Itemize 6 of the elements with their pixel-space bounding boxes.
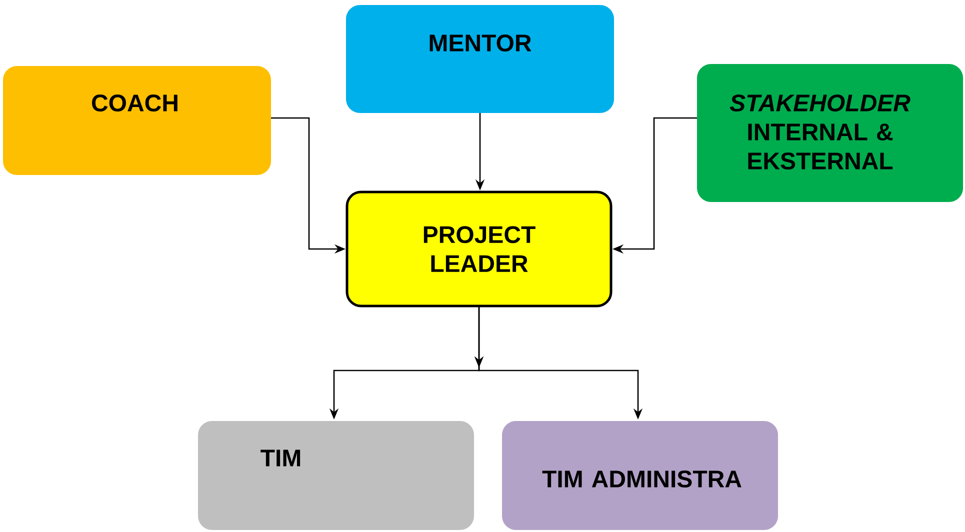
role-box: TIM ADMINISTRA	[502, 421, 778, 530]
role-box: TIM	[198, 421, 474, 530]
role-box: STAKEHOLDER INTERNAL & EKSTERNAL	[697, 64, 964, 202]
leader-box: PROJECT LEADER	[346, 190, 612, 308]
role-box: COACH	[3, 66, 271, 175]
role-box: MENTOR	[346, 5, 614, 113]
